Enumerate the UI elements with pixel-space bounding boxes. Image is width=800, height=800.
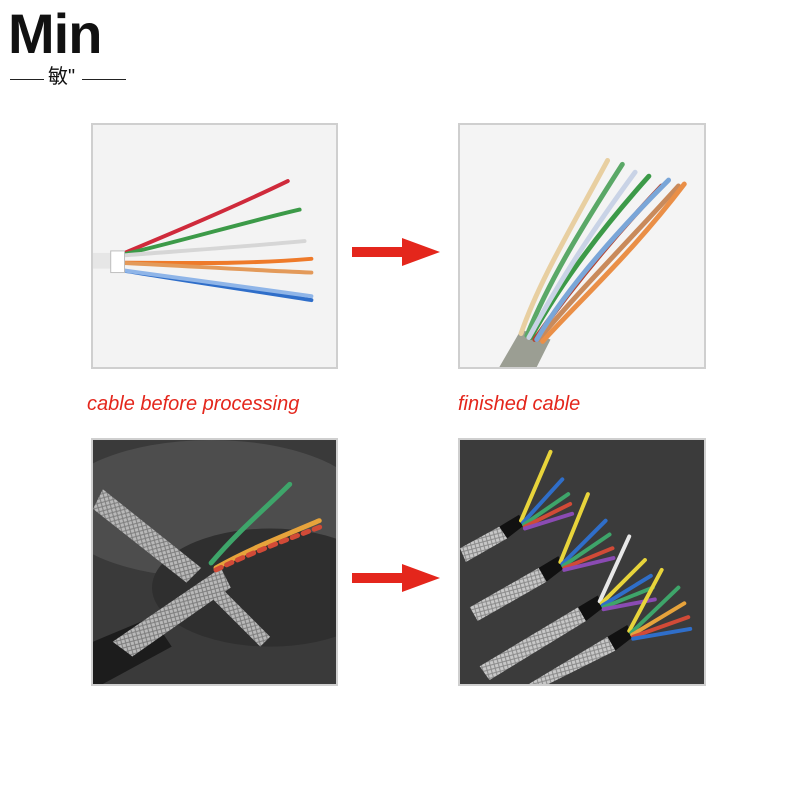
- logo-subtitle: 敏": [48, 66, 76, 88]
- network-cable-finished-photo: [458, 123, 706, 369]
- brand-logo: Min 敏": [8, 2, 128, 88]
- logo-rule-left: [10, 79, 44, 80]
- shielded-cable-unprocessed-photo: [91, 438, 338, 686]
- logo-wordmark: Min: [8, 2, 102, 65]
- caption-before-processing: cable before processing: [87, 393, 300, 415]
- arrow-right-icon: [352, 564, 440, 592]
- caption-finished-cable: finished cable: [458, 393, 581, 415]
- arrow-right-icon: [352, 238, 440, 266]
- logo-rule-right: [82, 79, 126, 80]
- shielded-cables-finished-photo: [458, 438, 706, 686]
- network-cable-unprocessed-photo: [91, 123, 338, 369]
